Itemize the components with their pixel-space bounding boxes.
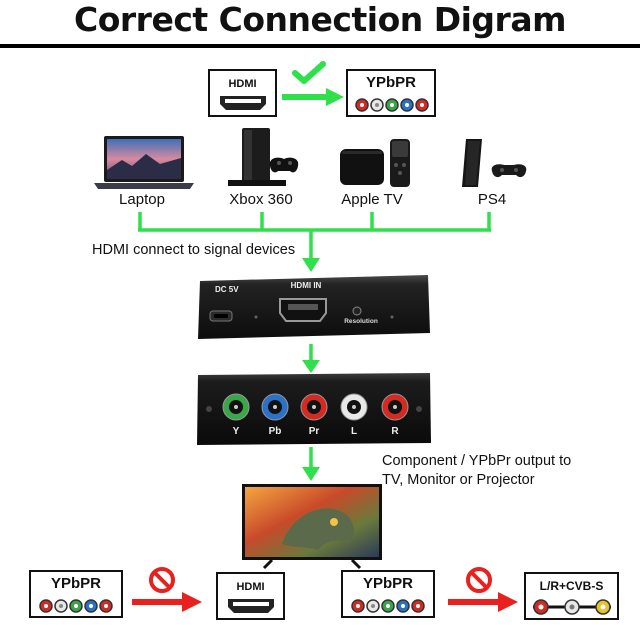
output-note-line-2: TV, Monitor or Projector bbox=[382, 472, 535, 488]
output-note-line-1: Component / YPbPr output to bbox=[382, 453, 572, 469]
port-label-r: R bbox=[391, 426, 399, 437]
converter-hdmi-side bbox=[198, 275, 430, 339]
device-label-xbox-360: Xbox 360 bbox=[229, 191, 293, 208]
bottom-ypbpr-label-2: YPbPR bbox=[362, 575, 413, 592]
port-label-pr: Pr bbox=[308, 426, 320, 437]
rca-connector-icon bbox=[355, 98, 429, 112]
prohibited-icon bbox=[466, 567, 492, 593]
hdmi-connector-icon bbox=[220, 96, 266, 110]
device-label-laptop: Laptop bbox=[119, 191, 165, 208]
rca-connector-icon bbox=[351, 599, 425, 613]
device-label-apple-tv: Apple TV bbox=[341, 191, 403, 208]
resolution-label: Resolution bbox=[344, 318, 378, 325]
green-arrow-right bbox=[282, 88, 344, 106]
red-arrow-right-2 bbox=[448, 592, 518, 612]
bottom-hdmi-box: HDMI bbox=[216, 572, 285, 620]
green-arrow-down-2 bbox=[302, 447, 320, 481]
port-label-pb: Pb bbox=[268, 426, 282, 437]
ps4-image bbox=[462, 139, 527, 187]
tv-display-image bbox=[242, 484, 382, 570]
apple-tv-image bbox=[340, 139, 410, 187]
hdmi-source-box: HDMI bbox=[208, 69, 277, 117]
page-title: Correct Connection Digram bbox=[74, 0, 566, 39]
ypbpr-target-box: YPbPR bbox=[346, 69, 436, 117]
bottom-ypbpr-box-2: YPbPR bbox=[341, 570, 435, 618]
xbox-360-image bbox=[228, 128, 299, 186]
red-arrow-right-1 bbox=[132, 592, 202, 612]
laptop-image bbox=[94, 136, 194, 189]
bottom-ypbpr-label-1: YPbPR bbox=[50, 575, 101, 592]
hdmi-connect-note: HDMI connect to signal devices bbox=[92, 242, 296, 258]
bottom-ypbpr-box-1: YPbPR bbox=[29, 570, 123, 618]
prohibited-icon bbox=[149, 567, 175, 593]
hdmi-in-label: HDMI IN bbox=[290, 281, 322, 290]
title-divider bbox=[0, 44, 640, 48]
device-connector-lines bbox=[138, 212, 491, 272]
dc-5v-label: DC 5V bbox=[215, 285, 239, 294]
bottom-lr-cvbs-box: L/R+CVB-S bbox=[524, 572, 619, 620]
converter-component-side bbox=[197, 373, 431, 445]
bottom-hdmi-label: HDMI bbox=[236, 581, 265, 593]
rca-connector-icon bbox=[533, 599, 611, 615]
bottom-lr-cvbs-label: L/R+CVB-S bbox=[539, 579, 604, 593]
hdmi-connector-icon bbox=[228, 599, 274, 613]
green-arrow-down-1 bbox=[302, 344, 320, 373]
port-label-y: Y bbox=[232, 426, 240, 437]
port-label-l: L bbox=[350, 426, 358, 437]
ypbpr-target-label: YPbPR bbox=[365, 74, 416, 91]
rca-connector-icon bbox=[39, 599, 113, 613]
hdmi-source-label: HDMI bbox=[228, 78, 257, 90]
check-icon bbox=[292, 61, 326, 84]
device-label-ps4: PS4 bbox=[477, 191, 507, 208]
